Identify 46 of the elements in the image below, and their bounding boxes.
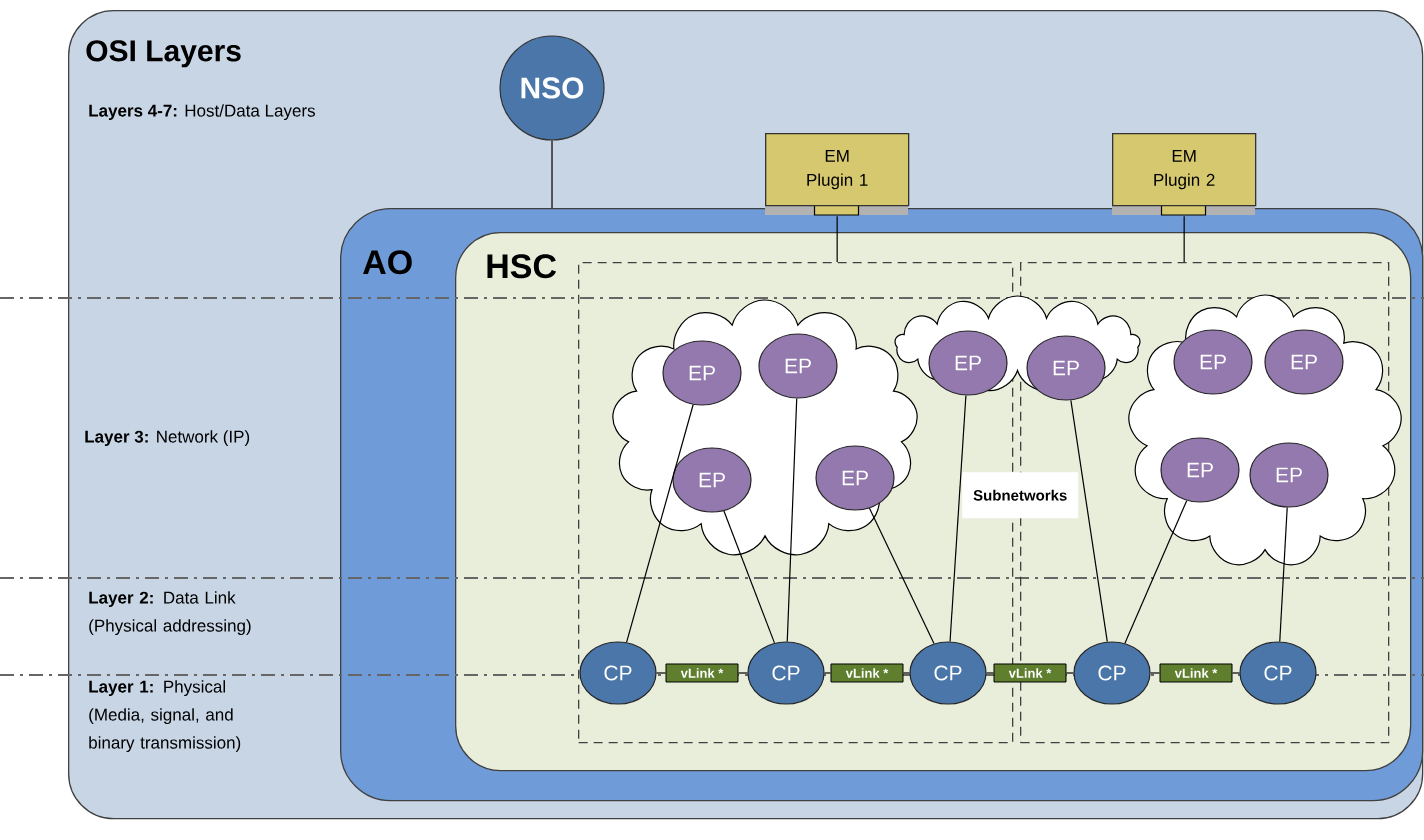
ellipse-node: EP	[815, 445, 895, 511]
ellipse-node: EP	[1264, 329, 1344, 395]
circle-node: NSO	[499, 35, 605, 141]
connector-line	[551, 140, 553, 209]
ellipse-node: EP	[662, 340, 742, 406]
connector-line	[949, 394, 967, 643]
link-box: vLink *	[830, 663, 904, 683]
ellipse-node: EP	[1173, 329, 1253, 395]
layer-label: Layer 3: Network (IP)	[85, 430, 250, 447]
ellipse-node: EP	[1160, 437, 1240, 503]
link-box: vLink *	[1159, 663, 1233, 683]
connector-line	[902, 672, 910, 674]
connector-line	[1279, 506, 1288, 643]
connector-line	[986, 672, 995, 674]
ellipse-node: CP	[909, 641, 987, 705]
plugin-box: EM Plugin 1	[765, 133, 910, 216]
connector-line	[1124, 500, 1188, 644]
connector-line	[737, 672, 748, 674]
ellipse-node: EP	[1249, 442, 1329, 508]
connector-line	[1231, 672, 1240, 674]
connector-line	[1065, 672, 1074, 674]
ellipse-node: EP	[672, 447, 752, 513]
label-box: Subnetworks	[962, 472, 1079, 519]
connector-line	[824, 672, 832, 674]
ellipse-node: EP	[758, 333, 838, 399]
layer-label: Layer 1: Physical (Media, signal, and binary transmission)	[89, 680, 241, 753]
link-box: vLink *	[665, 663, 739, 683]
connector-line	[836, 215, 838, 263]
ellipse-node: EP	[928, 330, 1008, 396]
link-box: vLink *	[993, 663, 1067, 683]
ellipse-node: EP	[1026, 335, 1106, 401]
connector-line	[626, 404, 694, 643]
ellipse-node: CP	[747, 641, 825, 705]
connector-line	[656, 672, 667, 674]
ellipse-node: CP	[1073, 641, 1151, 705]
connector-line	[723, 510, 776, 644]
plugin-box: EM Plugin 2	[1112, 133, 1257, 216]
ellipse-node: CP	[579, 641, 657, 705]
connector-line	[868, 507, 935, 645]
connector-line	[1183, 215, 1185, 263]
connector-line	[786, 397, 798, 642]
layer-label: Layer 2: Data Link (Physical addressing)	[89, 591, 251, 636]
ellipse-node: CP	[1239, 641, 1317, 705]
connector-line	[1150, 672, 1161, 674]
connector-line	[1070, 399, 1108, 643]
layer-label: Layers 4-7: Host/Data Layers	[89, 104, 315, 121]
